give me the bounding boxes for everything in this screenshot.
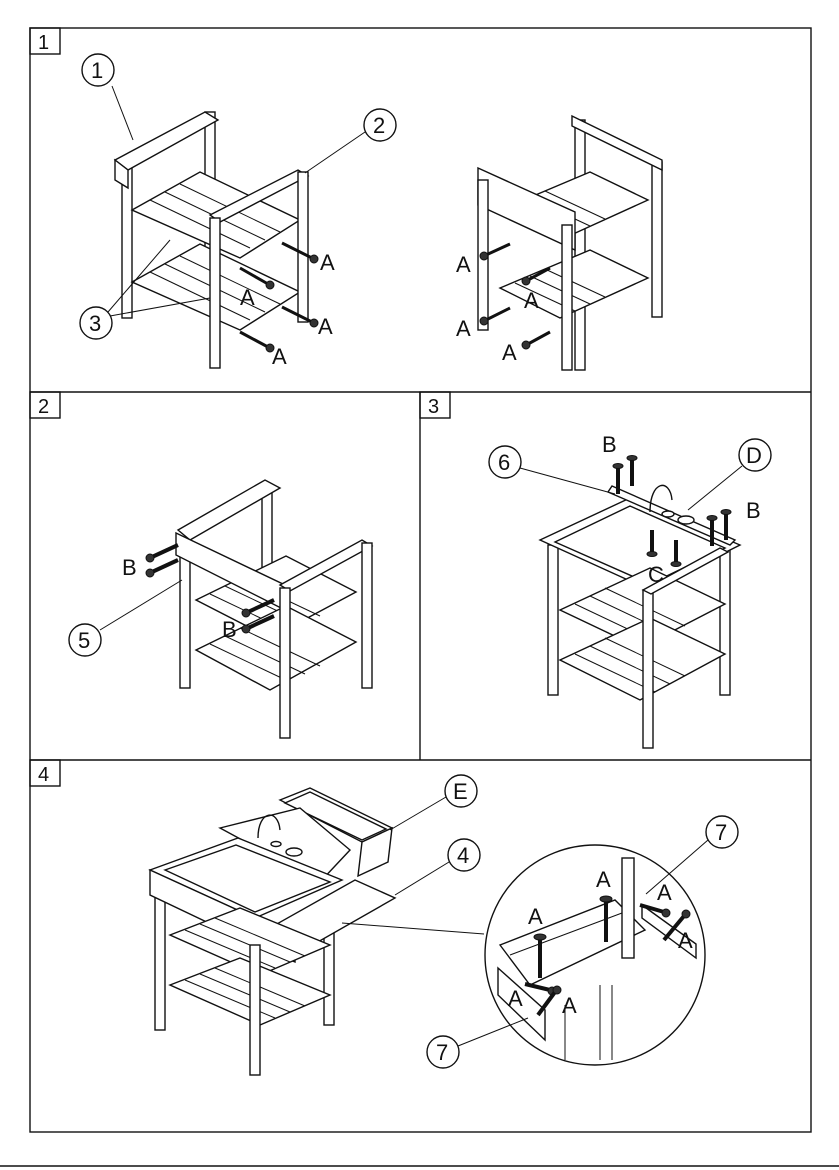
detail-leader: [342, 923, 484, 934]
callout-1-label: 1: [91, 58, 103, 83]
step-4-fastener-a-1: A: [596, 867, 611, 892]
step-4-fastener-a-5: A: [508, 986, 523, 1011]
step-1-number: 1: [38, 32, 49, 54]
step-1-fastener-a-4: A: [272, 344, 287, 369]
step-3-fastener-c: C: [648, 562, 664, 587]
callout-4-label: 4: [457, 843, 469, 868]
callout-d-label: D: [746, 443, 762, 468]
step-3-number: 3: [428, 396, 439, 418]
callout-2-leader: [305, 132, 365, 173]
step-1-fastener-a-5: A: [456, 252, 471, 277]
callout-7-bottom-label: 7: [436, 1040, 448, 1065]
step-4-panel: 4: [30, 760, 738, 1075]
callout-1-leader: [112, 86, 133, 140]
step-1-fastener-a-1: A: [320, 250, 335, 275]
step-1-fastener-a-7: A: [456, 316, 471, 341]
step-2-panel: 2 B B 5: [30, 392, 372, 738]
callout-e-leader: [390, 797, 446, 830]
callout-5-leader: [100, 580, 182, 630]
step-1-fastener-a-3: A: [318, 314, 333, 339]
step-3-fastener-b-1: B: [602, 432, 617, 457]
step-4-fastener-a-4: A: [678, 928, 693, 953]
callout-5-label: 5: [78, 628, 90, 653]
step-1-frame-right: [478, 116, 662, 370]
step-2-fastener-b-1: B: [122, 555, 137, 580]
callout-7-top-label: 7: [715, 820, 727, 845]
step-4-fastener-a-3: A: [657, 880, 672, 905]
step-4-table: [150, 788, 395, 1075]
step-4-fastener-a-6: A: [562, 993, 577, 1018]
callout-d-leader: [688, 466, 742, 510]
step-4-fastener-a-2: A: [528, 904, 543, 929]
callout-7-bottom-leader: [458, 1018, 528, 1046]
step-2-fastener-b-2: B: [222, 617, 237, 642]
callout-7-top-leader: [646, 840, 708, 894]
step-3-fastener-b-2: B: [746, 498, 761, 523]
callout-4-leader: [395, 862, 449, 895]
step-1-fastener-a-6: A: [524, 288, 539, 313]
step-4-number: 4: [38, 764, 49, 786]
step-1-fastener-a-8: A: [502, 340, 517, 365]
step-2-frame: [176, 480, 372, 738]
callout-6-leader: [520, 468, 615, 494]
callout-2-label: 2: [373, 113, 385, 138]
step-1-frame-left: [115, 112, 308, 368]
step-1-fastener-a-2: A: [240, 285, 255, 310]
callout-e-label: E: [453, 779, 468, 804]
step-2-number: 2: [38, 396, 49, 418]
detail-magnifier: [485, 845, 705, 1065]
step-3-panel: 3: [420, 392, 771, 748]
callout-3-label: 3: [89, 311, 101, 336]
callout-6-label: 6: [498, 450, 510, 475]
step-1-panel: 1: [30, 28, 662, 370]
